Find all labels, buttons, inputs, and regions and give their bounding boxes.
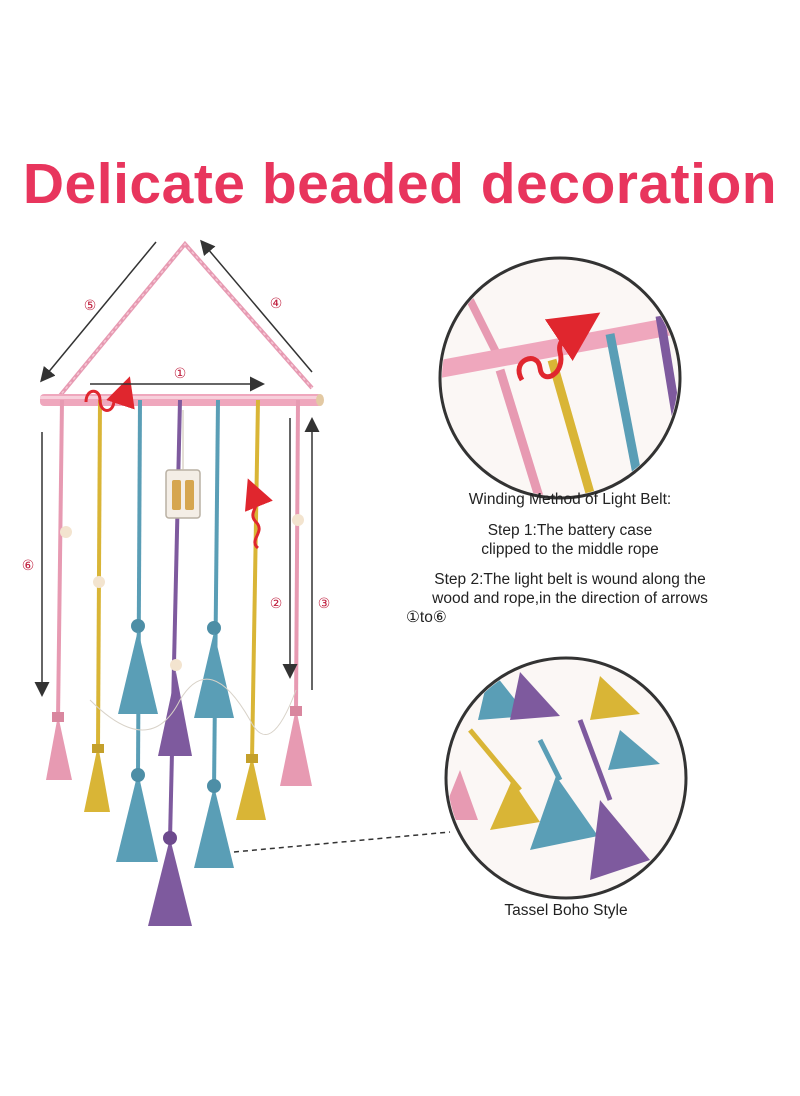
measure-mark-4: ④ — [269, 296, 283, 312]
measure-mark-2: ② — [269, 596, 283, 612]
steps-title: Winding Method of Light Belt: — [468, 491, 672, 508]
step1-line1: Step 1:The battery case — [487, 522, 653, 539]
wooden-rod — [40, 394, 324, 406]
step2-line1: Step 2:The light belt is wound along the — [434, 571, 706, 588]
strands — [46, 399, 312, 926]
measure-mark-3: ③ — [317, 596, 331, 612]
winding-arrows — [84, 376, 273, 550]
measure-mark-1: ① — [173, 366, 187, 382]
detail-circle-tassels — [444, 656, 688, 900]
battery-case — [165, 410, 201, 519]
step1-line2: clipped to the middle rope — [481, 541, 659, 558]
tassel-caption: Tassel Boho Style — [504, 902, 628, 919]
hanging-rope — [56, 240, 314, 400]
detail-circle-winding — [438, 256, 682, 500]
leader-line — [233, 831, 451, 853]
headline: Delicate beaded decoration — [22, 152, 778, 216]
measure-mark-5: ⑤ — [83, 298, 97, 314]
step2-line3: ①to⑥ — [406, 609, 447, 626]
step2-line2: wood and rope,in the direction of arrows — [432, 590, 708, 607]
measurement-lines — [34, 239, 320, 697]
measure-mark-6: ⑥ — [21, 558, 35, 574]
